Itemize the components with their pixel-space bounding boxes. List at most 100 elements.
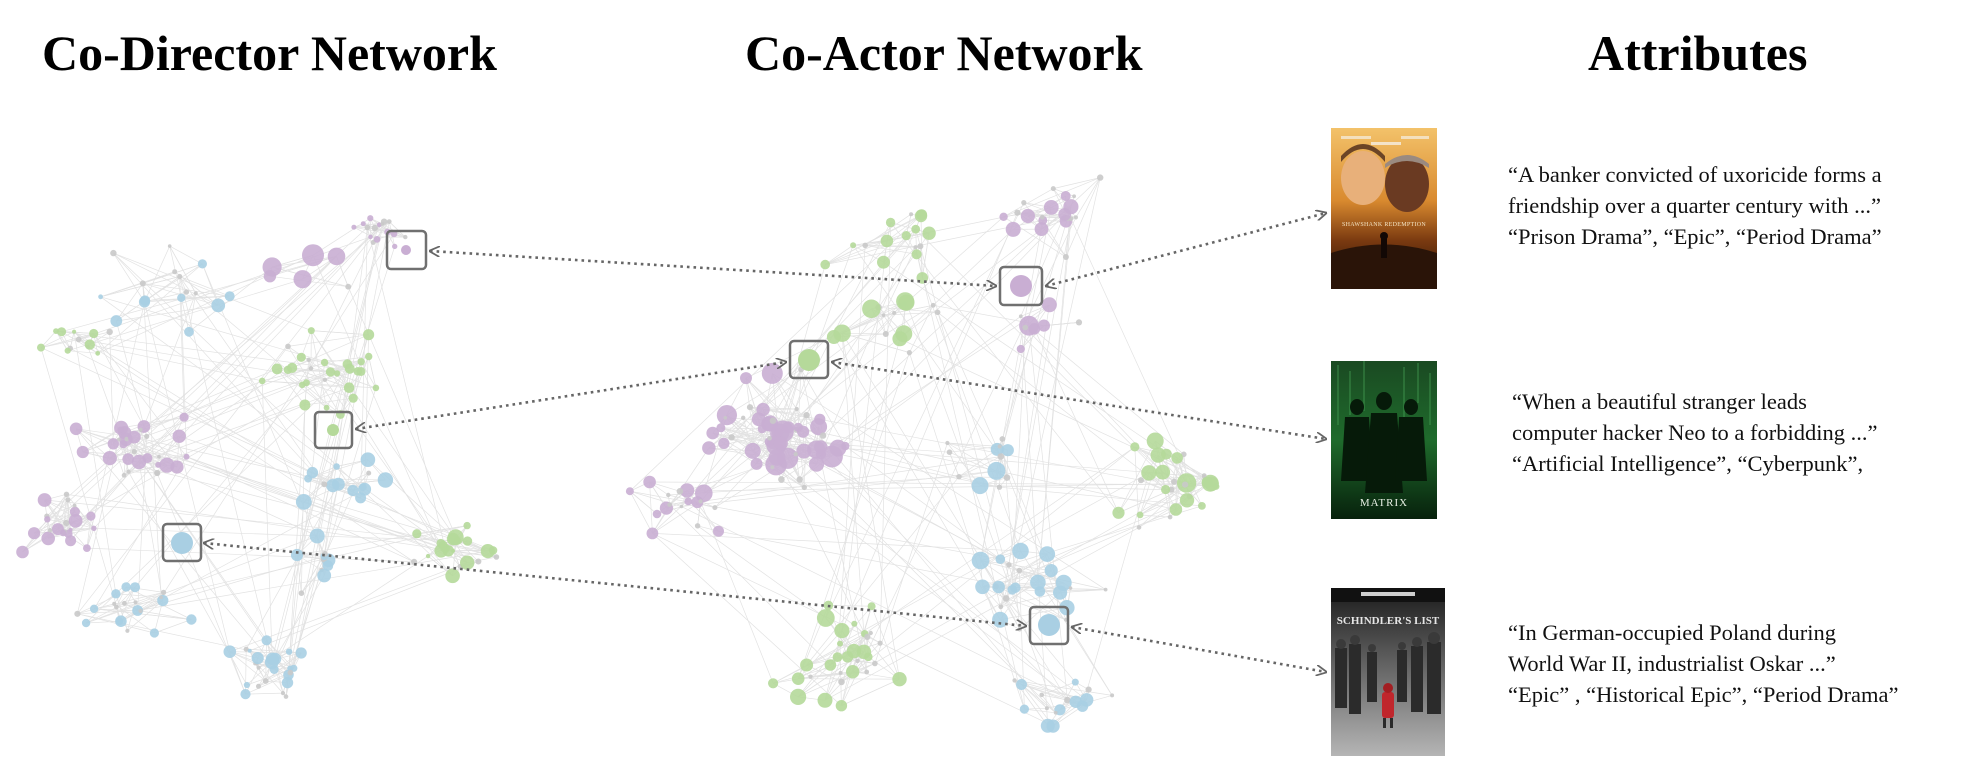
co-director-node (138, 427, 143, 432)
co-director-node (299, 399, 311, 411)
co-director-edge (93, 456, 187, 609)
co-actor-node (898, 294, 915, 311)
co-actor-node (882, 331, 889, 337)
arrow-actor-poster-schindler (1072, 627, 1326, 672)
co-director-edge (115, 368, 351, 595)
co-actor-node (946, 449, 953, 456)
co-actor-node (1201, 473, 1207, 478)
co-actor-node (1182, 481, 1189, 488)
co-actor-edges (629, 177, 1217, 727)
co-director-node (351, 224, 357, 230)
co-actor-node (767, 435, 772, 441)
co-director-node (298, 590, 305, 596)
co-director-edge (61, 331, 98, 354)
co-director-node (186, 614, 197, 625)
co-actor-edge (1041, 694, 1068, 701)
co-actor-node (796, 476, 803, 483)
co-director-node (287, 669, 294, 676)
co-actor-edge (937, 312, 1166, 490)
co-actor-edge (649, 481, 653, 534)
co-actor-node (862, 299, 881, 319)
highlight-box-director-shawshank (385, 229, 428, 271)
co-director-node (480, 544, 495, 559)
co-director-edge (142, 283, 162, 598)
co-director-node (76, 445, 89, 459)
co-director-node (115, 617, 124, 625)
co-director-edge (229, 651, 266, 682)
co-actor-node (1071, 678, 1079, 686)
co-director-edge (291, 334, 369, 369)
co-actor-node (816, 609, 835, 627)
co-director-node (138, 608, 143, 614)
co-actor-node (1003, 474, 1011, 481)
co-director-node (302, 244, 324, 267)
co-director-node (366, 470, 372, 476)
co-director-edge (89, 344, 415, 563)
co-director-edge (78, 339, 325, 381)
co-director-node (306, 357, 311, 362)
co-actor-node (652, 509, 662, 519)
co-director-node (184, 326, 194, 337)
co-director-edge (22, 494, 67, 553)
co-actor-node (1097, 174, 1104, 181)
co-director-node (154, 471, 160, 476)
co-director-edge (89, 344, 263, 382)
co-director-edge (40, 347, 458, 541)
co-director-node (306, 466, 319, 479)
co-actor-node (713, 525, 724, 537)
co-actor-edge (1139, 484, 1186, 516)
co-actor-edge (1021, 684, 1056, 714)
co-actor-node (868, 630, 873, 636)
co-director-node (157, 594, 169, 607)
co-actor-node (838, 670, 843, 675)
co-director-edge (287, 387, 377, 683)
co-director-edge (138, 461, 164, 601)
co-actor-node (864, 669, 870, 675)
co-actor-node (992, 611, 1009, 628)
co-director-node (307, 327, 315, 335)
co-actor-node (819, 432, 827, 439)
co-actor-node (1062, 254, 1069, 260)
co-director-edge (77, 613, 250, 652)
co-director-node (37, 493, 52, 507)
co-director-node (183, 453, 190, 460)
co-director-node (167, 244, 172, 248)
co-actor-node (794, 406, 799, 412)
co-director-edge (67, 350, 98, 354)
co-director-node (121, 472, 127, 478)
co-actor-edge (810, 672, 841, 677)
co-actor-node (934, 309, 941, 316)
co-actor-edge (1003, 188, 1054, 218)
description-line: “Artificial Intelligence”, “Cyberpunk”, (1512, 451, 1864, 476)
co-actor-node (791, 672, 805, 685)
co-director-edge (116, 283, 144, 322)
co-actor-node (646, 527, 659, 540)
poster-shawshank-title: SHAWSHANK REDEMPTION (1342, 222, 1426, 228)
co-director-node (110, 315, 123, 327)
co-actor-node (1039, 214, 1045, 220)
co-director-node (65, 497, 71, 503)
co-director-node (373, 236, 381, 243)
co-director-node (345, 283, 352, 290)
co-director-edge (77, 439, 120, 614)
co-actor-edge (652, 420, 774, 534)
co-actor-node (1022, 324, 1029, 331)
co-director-node (323, 404, 330, 411)
co-director-edge (126, 438, 442, 552)
highlighted-node (401, 245, 411, 255)
co-actor-node (756, 402, 770, 417)
co-director-node (376, 222, 382, 228)
co-actor-edge (852, 671, 900, 680)
co-actor-node (881, 313, 886, 318)
co-actor-edge (700, 501, 774, 684)
co-director-node (447, 529, 464, 546)
co-actor-node (971, 477, 989, 495)
co-director-node (256, 683, 261, 689)
co-director-node (211, 298, 226, 313)
co-director-edge (47, 518, 67, 524)
co-director-node (363, 329, 375, 341)
co-actor-node (997, 444, 1002, 449)
highlight-box-actor-matrix (788, 339, 830, 380)
co-actor-edge (681, 470, 997, 507)
co-actor-node (1103, 587, 1108, 592)
